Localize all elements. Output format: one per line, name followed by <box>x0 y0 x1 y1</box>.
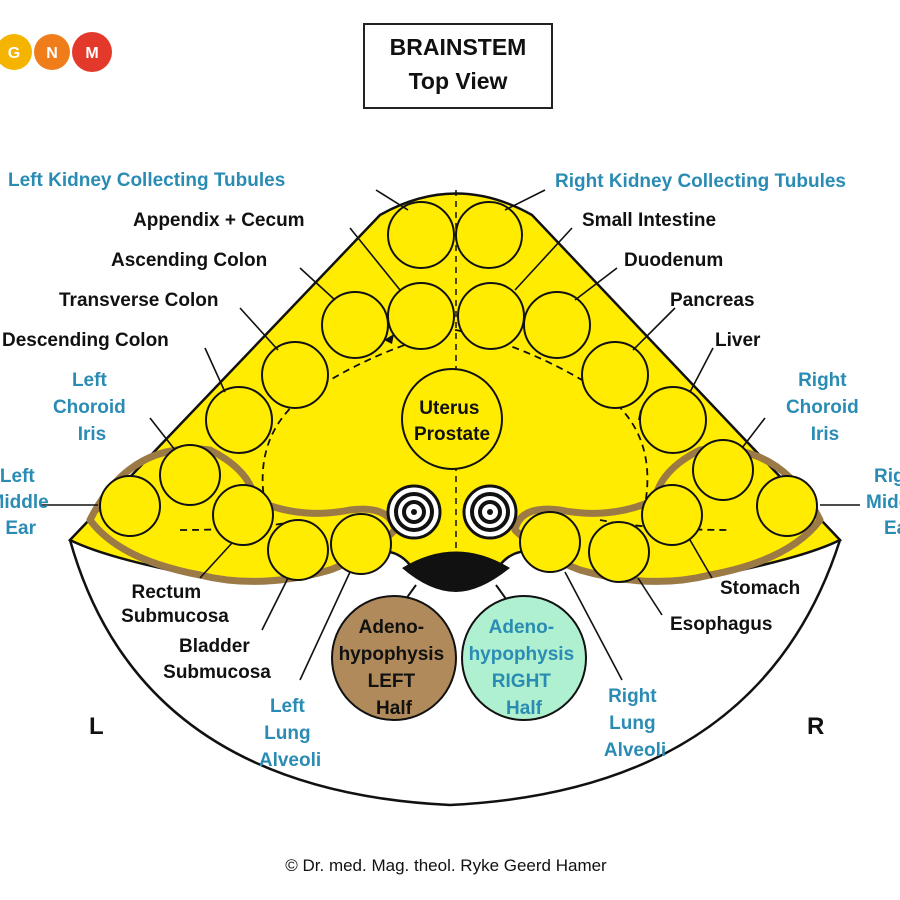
label-right-lung-2: Lung <box>609 713 655 734</box>
relay-uterus-prostate <box>401 368 503 470</box>
leader-lines <box>40 189 860 681</box>
relay-small-intestine <box>457 282 525 350</box>
label-left-lung-3: Alveoli <box>259 750 321 771</box>
relay-right-middle-ear <box>756 475 818 537</box>
label-right-middle-ear-3: Ear <box>884 518 900 539</box>
label-left-choroid-2: Choroid <box>53 397 126 418</box>
label-uterus-prostate: Uterus Prostate <box>414 398 490 445</box>
relay-right-lung <box>519 511 581 573</box>
logo-circle-g <box>0 34 32 70</box>
target-right <box>462 484 518 540</box>
label-bladder: Bladder Submucosa <box>163 636 271 683</box>
label-right-lung: Right Lung Alveoli <box>604 686 666 761</box>
relay-descending-colon <box>205 386 273 454</box>
relay-right-choroid <box>692 439 754 501</box>
label-uterus: Uterus <box>419 398 479 419</box>
black-pituitary-shape <box>402 551 510 592</box>
logo-letter-n: N <box>46 45 58 62</box>
label-prostate: Prostate <box>414 424 490 445</box>
label-rectum-2: Submucosa <box>121 606 229 627</box>
label-adeno-right-3: RIGHT <box>492 671 552 692</box>
label-adeno-right-4: Half <box>506 698 543 719</box>
relay-right-kidney <box>455 201 523 269</box>
label-adeno-left-2: hypophysis <box>339 644 445 665</box>
label-right-middle-ear-1: Right <box>874 466 900 487</box>
label-right-choroid-3: Iris <box>811 424 840 445</box>
label-left-lung-1: Left <box>270 696 306 717</box>
label-left-middle-ear: Left Middle Ear <box>0 466 54 539</box>
flow-arrow-top-left <box>384 334 394 344</box>
title-box: BRAINSTEM Top View <box>363 23 553 109</box>
title-line-1: BRAINSTEM <box>390 34 527 60</box>
relay-duodenum <box>523 291 591 359</box>
label-left-middle-ear-2: Middle <box>0 492 49 513</box>
relay-left-lung <box>330 513 392 575</box>
label-appendix: Appendix + Cecum <box>133 210 305 231</box>
relay-bladder <box>267 519 329 581</box>
label-left-choroid: Left Choroid Iris <box>53 370 131 445</box>
relay-left-choroid <box>159 444 221 506</box>
relay-circles <box>99 201 818 583</box>
label-left-lung-2: Lung <box>264 723 310 744</box>
label-right-choroid: Right Choroid Iris <box>786 370 864 445</box>
label-left-lung: Left Lung Alveoli <box>259 696 321 771</box>
relay-ascending-colon <box>321 291 389 359</box>
logo-circle-n <box>34 34 70 70</box>
label-ascending-colon: Ascending Colon <box>111 250 267 271</box>
label-esophagus: Esophagus <box>670 614 772 635</box>
label-small-intestine: Small Intestine <box>582 210 716 231</box>
relay-stomach <box>641 484 703 546</box>
label-descending-colon: Descending Colon <box>2 330 169 351</box>
label-adeno-left-1: Adeno- <box>359 617 424 638</box>
relay-pancreas <box>581 341 649 409</box>
label-right-lung-3: Alveoli <box>604 740 666 761</box>
label-adeno-right: Adeno- hypophysis RIGHT Half <box>469 617 580 719</box>
label-right-lung-1: Right <box>608 686 657 707</box>
label-right-middle-ear: Right Middle Ear <box>866 466 900 539</box>
side-left-label: L <box>89 713 104 740</box>
label-transverse-colon: Transverse Colon <box>59 290 218 311</box>
relay-transverse-colon <box>261 341 329 409</box>
label-left-middle-ear-3: Ear <box>5 518 36 539</box>
label-right-middle-ear-2: Middle <box>866 492 900 513</box>
adeno-left-circle <box>331 595 457 721</box>
label-left-middle-ear-1: Left <box>0 466 35 487</box>
label-adeno-right-2: hypophysis <box>469 644 575 665</box>
label-right-kidney: Right Kidney Collecting Tubules <box>555 171 846 192</box>
label-pancreas: Pancreas <box>670 290 755 311</box>
target-left <box>386 484 442 540</box>
label-adeno-left-4: Half <box>376 698 413 719</box>
label-duodenum: Duodenum <box>624 250 723 271</box>
side-right-label: R <box>807 713 824 740</box>
relay-liver <box>639 386 707 454</box>
relay-left-kidney <box>387 201 455 269</box>
adeno-right-circle <box>461 595 587 721</box>
label-right-choroid-1: Right <box>798 370 847 391</box>
label-rectum: Rectum Submucosa <box>121 582 229 627</box>
relay-rectum <box>212 484 274 546</box>
label-rectum-1: Rectum <box>132 582 202 603</box>
logo-letter-m: M <box>85 45 98 62</box>
label-stomach: Stomach <box>720 578 800 599</box>
label-left-choroid-1: Left <box>72 370 108 391</box>
label-left-kidney: Left Kidney Collecting Tubules <box>8 170 285 191</box>
label-adeno-left: Adeno- hypophysis LEFT Half <box>339 617 450 719</box>
relay-left-middle-ear <box>99 475 161 537</box>
label-left-choroid-3: Iris <box>78 424 107 445</box>
label-right-choroid-2: Choroid <box>786 397 859 418</box>
label-adeno-right-1: Adeno- <box>489 617 554 638</box>
label-adeno-left-3: LEFT <box>368 671 416 692</box>
relay-appendix <box>387 282 455 350</box>
logo-circle-m <box>72 32 112 72</box>
gnm-logo: G N M <box>0 32 112 72</box>
copyright-text: © Dr. med. Mag. theol. Ryke Geerd Hamer <box>285 856 607 875</box>
relay-esophagus <box>588 521 650 583</box>
label-liver: Liver <box>715 330 761 351</box>
logo-letter-g: G <box>8 45 20 62</box>
midbrain-rim-left <box>86 445 399 585</box>
title-line-2: Top View <box>409 68 508 94</box>
label-bladder-2: Submucosa <box>163 662 271 683</box>
label-bladder-1: Bladder <box>179 636 250 657</box>
